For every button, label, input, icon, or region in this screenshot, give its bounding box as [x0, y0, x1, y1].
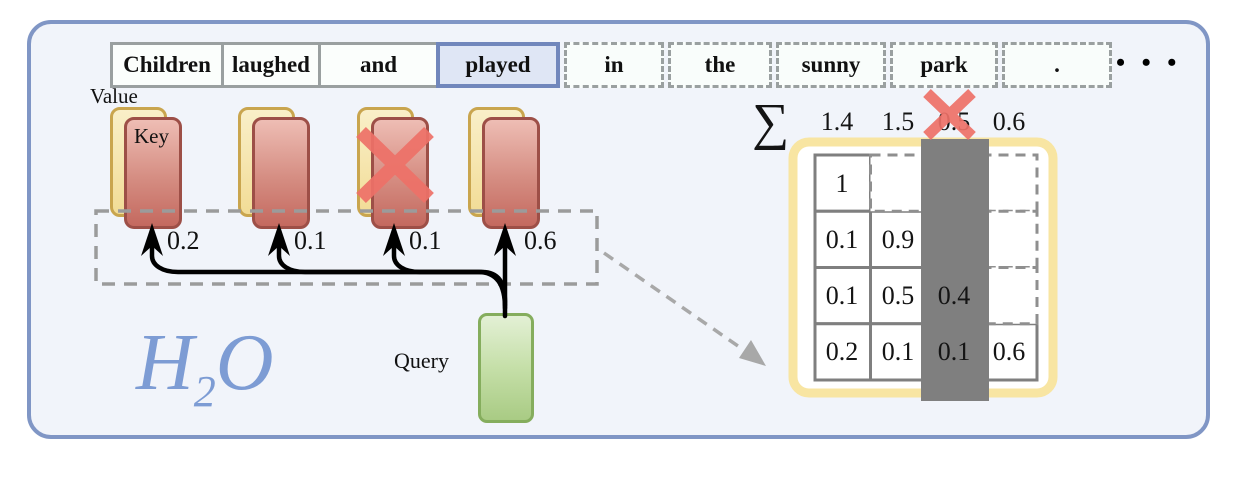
key-card-4: [482, 117, 540, 229]
method-h: H: [136, 319, 194, 407]
token-in: in: [564, 42, 664, 88]
attention-score-2: 0.1: [294, 226, 327, 255]
ellipsis-dots: • • •: [1116, 48, 1182, 77]
token-laughed: laughed: [221, 42, 321, 88]
attention-score-3: 0.1: [409, 226, 442, 255]
token-period: .: [1002, 42, 1112, 88]
key-label: Key: [134, 124, 169, 148]
attention-score-4: 0.6: [524, 226, 557, 255]
token-children: Children: [110, 42, 224, 88]
query-card: [478, 313, 534, 423]
key-card-3: [371, 117, 429, 229]
method-o: O: [215, 319, 274, 407]
value-label: Value: [90, 84, 138, 108]
token-current-played: played: [436, 42, 560, 88]
method-title-h2o: H2O: [136, 318, 274, 417]
method-subscript: 2: [193, 367, 216, 416]
token-and: and: [318, 42, 439, 88]
attention-score-1: 0.2: [167, 226, 200, 255]
key-card-2: [252, 117, 310, 229]
token-park: park: [890, 42, 998, 88]
query-label: Query: [394, 348, 449, 373]
token-sunny: sunny: [776, 42, 886, 88]
token-the: the: [668, 42, 772, 88]
